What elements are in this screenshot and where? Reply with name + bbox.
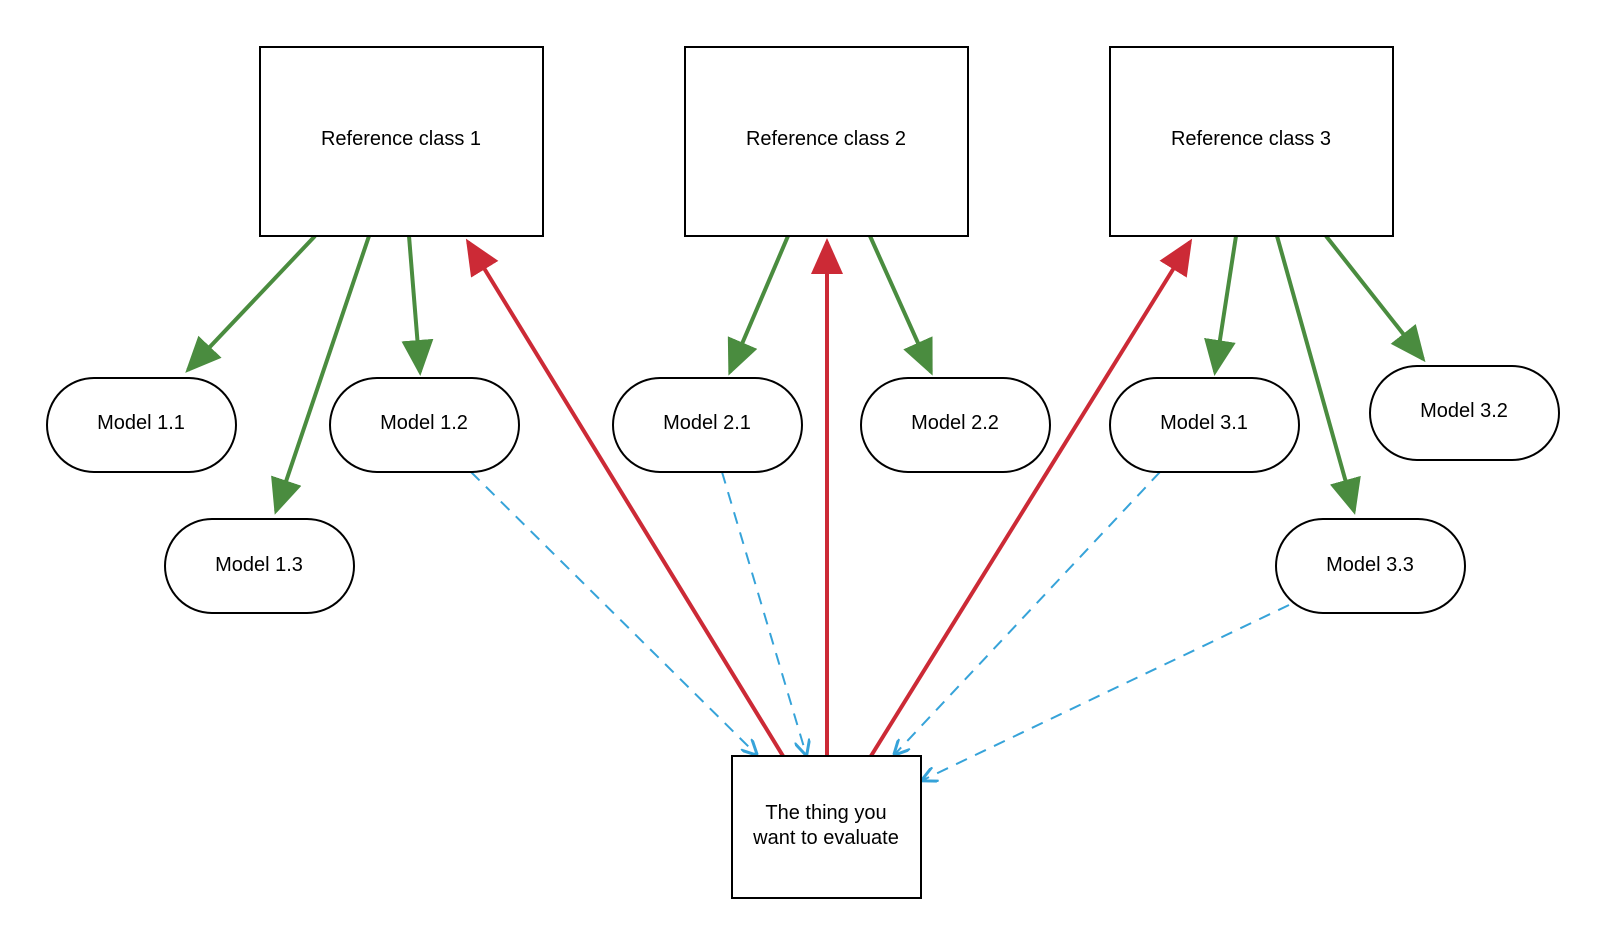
reference-class-2-box <box>684 46 969 237</box>
reference-class-2: Reference class 2 <box>684 46 969 237</box>
arrow-ref2-to-model-2-2 <box>868 235 933 376</box>
reference-class-3: Reference class 3 <box>1109 46 1394 237</box>
model-1-1-shape <box>46 377 237 473</box>
model-3-2-label: Model 3.2 <box>1420 400 1508 422</box>
arrow-ref1-to-model-1-2 <box>401 235 434 376</box>
reference-class-3-label: Reference class 3 <box>1171 128 1331 150</box>
reference-class-1-box <box>259 46 544 237</box>
applied-arrows <box>470 471 1290 780</box>
model-2-1-label: Model 2.1 <box>663 412 751 434</box>
model-2-2-label: Model 2.2 <box>911 412 999 434</box>
arrow-model-1-2-to-target <box>470 471 756 754</box>
reference-class-1: Reference class 1 <box>259 46 544 237</box>
arrow-target-to-ref3 <box>869 238 1193 758</box>
arrow-ref1-to-model-1-3 <box>271 235 371 515</box>
model-3-1-shape <box>1109 377 1300 473</box>
model-3-3-label: Model 3.3 <box>1326 554 1414 576</box>
model-2-1-shape <box>612 377 803 473</box>
arrow-model-2-1-to-target <box>721 471 806 754</box>
reference-class-1-label: Reference class 1 <box>321 128 481 150</box>
arrow-ref2-to-model-2-1 <box>727 235 790 376</box>
model-1-1: Model 1.1 <box>46 377 237 473</box>
model-2-2: Model 2.2 <box>860 377 1051 473</box>
reference-class-2-label: Reference class 2 <box>746 128 906 150</box>
model-1-2-shape <box>329 377 520 473</box>
model-3-3: Model 3.3 <box>1275 518 1466 614</box>
arrow-ref3-to-model-3-2 <box>1324 234 1426 363</box>
reference-class-3-box <box>1109 46 1394 237</box>
evaluate-arrows <box>465 238 1193 758</box>
model-1-3: Model 1.3 <box>164 518 355 614</box>
model-3-2: Model 3.2 <box>1369 365 1560 461</box>
model-3-3-shape <box>1275 518 1466 614</box>
model-3-1-label: Model 3.1 <box>1160 412 1248 434</box>
model-2-2-shape <box>860 377 1051 473</box>
model-arrows <box>185 234 1426 515</box>
target-label-line-1: The thing you <box>765 802 886 824</box>
arrow-model-3-1-to-target <box>895 471 1161 754</box>
model-1-3-label: Model 1.3 <box>215 554 303 576</box>
target-node: The thing you want to evaluate <box>731 755 922 899</box>
arrow-ref3-to-model-3-1 <box>1204 235 1238 376</box>
model-3-2-shape <box>1369 365 1560 461</box>
model-1-2-label: Model 1.2 <box>380 412 468 434</box>
model-1-2: Model 1.2 <box>329 377 520 473</box>
arrow-ref3-to-model-3-3 <box>1275 235 1361 515</box>
target-label-line-2: want to evaluate <box>752 827 899 849</box>
model-1-1-label: Model 1.1 <box>97 412 185 434</box>
model-3-1: Model 3.1 <box>1109 377 1300 473</box>
model-1-3-shape <box>164 518 355 614</box>
arrow-target-to-ref1 <box>465 238 785 758</box>
arrow-ref1-to-model-1-1 <box>185 234 317 373</box>
target-box <box>731 755 922 899</box>
arrow-model-3-3-to-target <box>923 604 1290 780</box>
model-2-1: Model 2.1 <box>612 377 803 473</box>
